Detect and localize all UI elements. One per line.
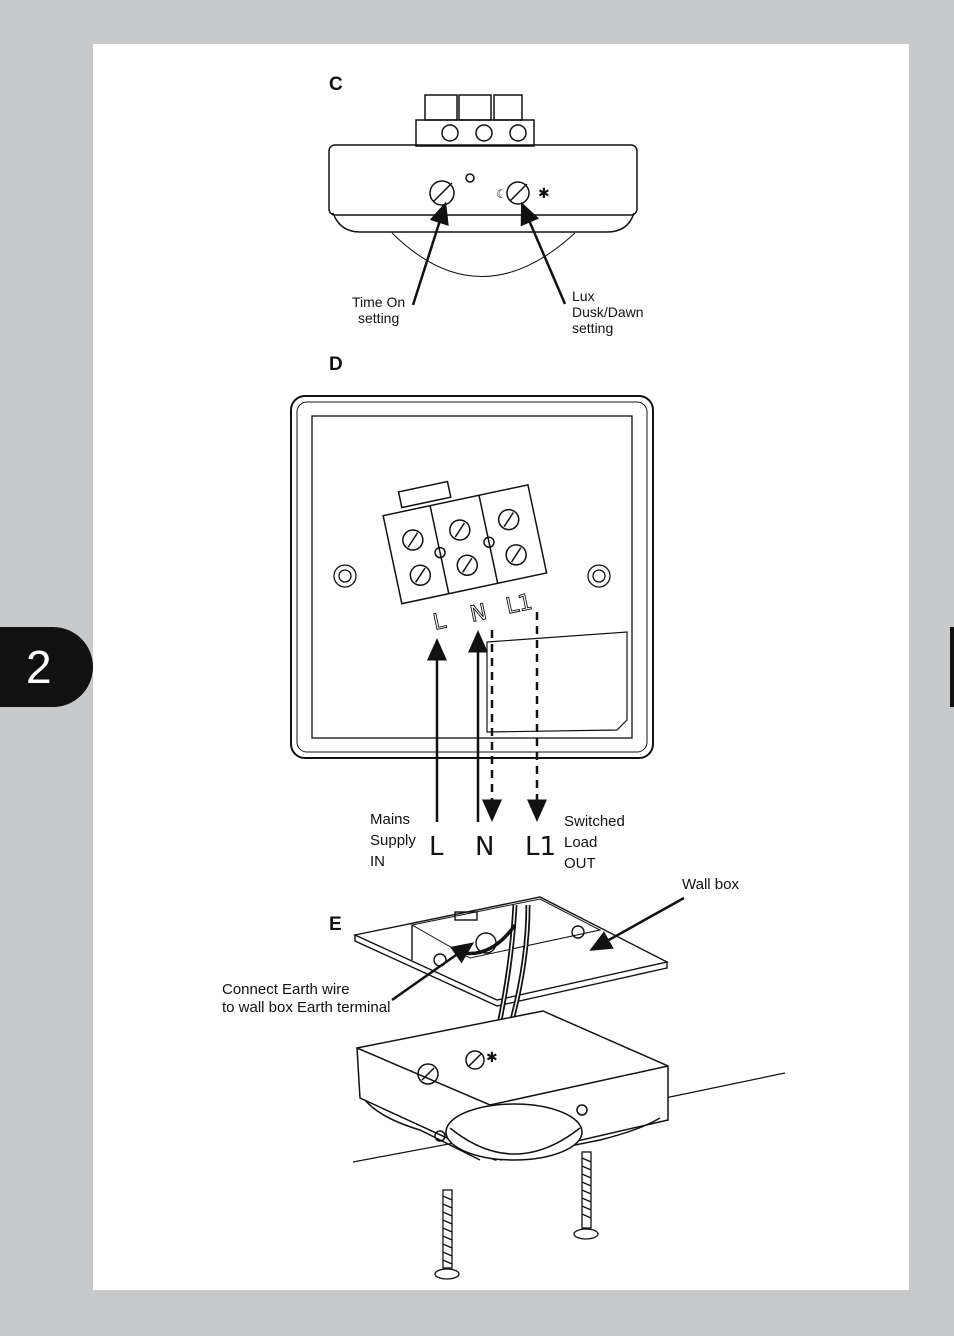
svg-text:✱: ✱: [538, 185, 550, 201]
screw-left: [434, 1189, 460, 1280]
big-n-label: N: [475, 832, 494, 862]
page-number-tab: 2: [0, 627, 93, 707]
switched-label-2: Load: [564, 834, 597, 851]
switched-label-1: Switched: [564, 813, 625, 830]
lux-label-1: Lux: [572, 288, 595, 304]
sensor-back-plate: [290, 395, 654, 759]
terminal-l-label: L: [431, 609, 449, 636]
screw-right: [573, 1151, 599, 1240]
mains-label-1: Mains: [370, 811, 410, 828]
wall-box-label: Wall box: [682, 876, 739, 893]
switched-label-3: OUT: [564, 855, 596, 872]
lux-arrow: [520, 201, 567, 305]
big-l-label: L: [429, 832, 444, 862]
svg-text:☾: ☾: [496, 187, 507, 201]
time-on-label-2: setting: [358, 310, 399, 326]
wall-box-arrow: [589, 896, 685, 951]
mains-label-3: IN: [370, 853, 385, 870]
sensor-unit: ✱: [356, 1010, 669, 1161]
big-l1-label: L1: [525, 832, 556, 862]
svg-text:✱: ✱: [486, 1049, 498, 1065]
time-on-label-1: Time On: [352, 294, 405, 310]
earth-arrow: [391, 942, 475, 1002]
terminal-l1-label: L1: [504, 590, 535, 620]
mains-label-2: Supply: [370, 832, 416, 849]
terminal-n-label: N: [468, 600, 489, 628]
time-on-arrow: [411, 201, 449, 306]
lux-label-3: setting: [572, 320, 613, 336]
earth-label-2: to wall box Earth terminal: [222, 999, 390, 1016]
section-c-label: C: [329, 74, 343, 95]
lux-label-2: Dusk/Dawn: [572, 304, 644, 320]
edge-marker: [950, 627, 954, 707]
section-d-label: D: [329, 354, 343, 375]
earth-label-1: Connect Earth wire: [222, 981, 350, 998]
section-e-label: E: [329, 914, 342, 935]
sensor-side-view: ✱ ☾: [328, 94, 638, 277]
page-number: 2: [26, 641, 52, 693]
